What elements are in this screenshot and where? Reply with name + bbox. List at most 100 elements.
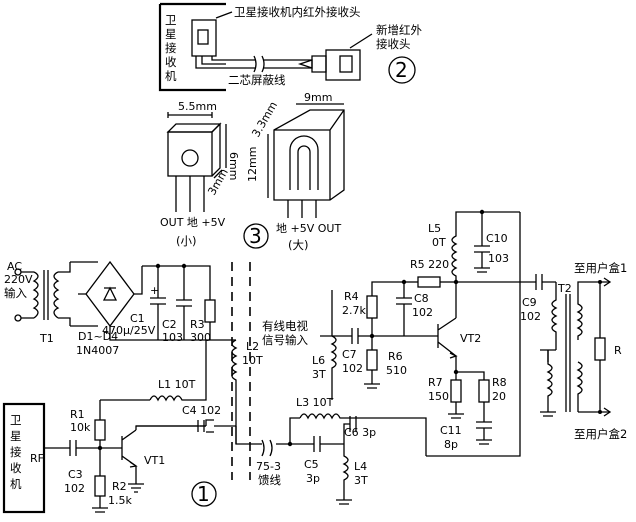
cable-amp-circuit: 有线电视 信号输入 L6 3T C7 102 R4 2.7k R6 510 C8… <box>262 209 627 505</box>
large-size-label: (大) <box>288 238 308 252</box>
cable-input-label: 信号输入 <box>262 333 308 347</box>
svg-text:R1: R1 <box>70 408 85 421</box>
satellite-amp-circuit: L1 10T R1 10k VT1 R2 1.5k C4 102 C3 102 … <box>2 340 281 514</box>
small-width-dim: 5.5mm <box>178 100 217 113</box>
svg-text:R5 220: R5 220 <box>410 258 449 271</box>
svg-text:C7: C7 <box>342 348 357 361</box>
svg-text:T2: T2 <box>557 282 572 295</box>
large-height-dim: 12mm <box>246 147 259 182</box>
receiver-label-char: 收 <box>165 55 177 69</box>
svg-text:C1: C1 <box>130 312 145 325</box>
svg-text:R3: R3 <box>190 318 205 331</box>
bridge-rectifier <box>85 260 135 328</box>
svg-text:103: 103 <box>162 331 183 344</box>
svg-text:10k: 10k <box>70 421 91 434</box>
small-depth-dim: 3mm <box>205 166 230 197</box>
svg-text:馈线: 馈线 <box>258 473 281 487</box>
svg-text:星: 星 <box>10 429 22 443</box>
svg-text:AC: AC <box>7 260 22 273</box>
svg-text:卫: 卫 <box>10 413 22 427</box>
receiver-label-char: 接 <box>165 41 177 55</box>
satellite-receiver-top-box: 卫 星 接 收 机 卫星接收机内红外接收头 二芯屏蔽线 新增红外 接收头 2 <box>158 2 422 92</box>
internal-ir-label: 卫星接收机内红外接收头 <box>234 5 361 19</box>
marker-3: 3 <box>243 223 269 249</box>
svg-text:C6 3p: C6 3p <box>344 426 376 439</box>
cable-label: 二芯屏蔽线 <box>228 73 286 87</box>
svg-text:220V: 220V <box>4 273 33 286</box>
svg-text:75-3: 75-3 <box>256 460 281 473</box>
new-ir-label: 新增红外 <box>376 23 422 37</box>
large-pins: 地 +5V OUT <box>276 222 341 235</box>
svg-text:C3: C3 <box>68 468 83 481</box>
svg-text:0T: 0T <box>432 236 446 249</box>
svg-text:VT2: VT2 <box>460 332 481 345</box>
svg-text:L4: L4 <box>354 460 367 473</box>
svg-text:C9: C9 <box>522 296 537 309</box>
large-depth-dim: 3.3mm <box>249 99 280 139</box>
svg-text:3: 3 <box>249 224 262 248</box>
svg-text:L3 10T: L3 10T <box>296 396 334 409</box>
output-1-label: 至用户盒1 <box>574 261 627 275</box>
svg-text:3T: 3T <box>312 368 326 381</box>
svg-text:C4 102: C4 102 <box>182 404 221 417</box>
svg-text:机: 机 <box>10 477 22 491</box>
svg-text:8p: 8p <box>444 438 458 451</box>
svg-text:102: 102 <box>342 362 363 375</box>
small-ir-head-drawing: 5.5mm 6mm 3mm OUT 地 +5V (小) <box>160 100 240 248</box>
small-size-label: (小) <box>176 234 196 248</box>
svg-text:103: 103 <box>488 252 509 265</box>
new-ir-head <box>325 49 361 81</box>
marker-2 <box>388 56 416 84</box>
svg-text:1.5k: 1.5k <box>108 494 132 507</box>
svg-text:C5: C5 <box>304 458 319 471</box>
cable-input-label: 有线电视 <box>262 319 308 333</box>
small-pins: OUT 地 +5V <box>160 216 226 229</box>
svg-text:C11: C11 <box>440 424 462 437</box>
svg-text:C2: C2 <box>162 318 177 331</box>
svg-text:470μ/25V: 470μ/25V <box>102 324 156 337</box>
svg-text:R8: R8 <box>492 376 507 389</box>
receiver-label-char: 星 <box>165 27 177 41</box>
svg-text:R6: R6 <box>388 350 403 363</box>
output-2-label: 至用户盒2 <box>574 427 627 441</box>
svg-text:L1 10T: L1 10T <box>158 378 196 391</box>
power-supply-circuit: AC 220V 输入 T1 D1~D4 1N4007 + C1 470μ/25V… <box>4 260 263 444</box>
receiver-label-char: 机 <box>165 69 177 83</box>
svg-text:20: 20 <box>492 390 506 403</box>
marker-1 <box>191 481 217 507</box>
satellite-receiver-box <box>2 402 46 514</box>
svg-text:150: 150 <box>428 390 449 403</box>
svg-text:VT1: VT1 <box>144 454 165 467</box>
internal-ir-head <box>191 19 217 57</box>
new-ir-label: 接收头 <box>376 37 411 51</box>
svg-text:RF: RF <box>30 452 44 465</box>
svg-text:2.7k: 2.7k <box>342 304 366 317</box>
svg-text:R2: R2 <box>112 480 127 493</box>
svg-text:接: 接 <box>10 445 22 459</box>
svg-text:300: 300 <box>190 331 211 344</box>
svg-text:L5: L5 <box>428 222 441 235</box>
svg-text:102: 102 <box>412 306 433 319</box>
marker-2-text: 2 <box>395 58 408 82</box>
svg-text:C8: C8 <box>414 292 429 305</box>
svg-text:3T: 3T <box>354 474 368 487</box>
svg-text:L2: L2 <box>246 340 259 353</box>
svg-text:1N4007: 1N4007 <box>76 344 119 357</box>
svg-text:R: R <box>614 344 622 357</box>
small-height-dim: 6mm <box>227 152 240 180</box>
large-width-dim: 9mm <box>304 91 332 104</box>
svg-text:102: 102 <box>520 310 541 323</box>
svg-text:R4: R4 <box>344 290 359 303</box>
svg-text:D1~D4: D1~D4 <box>78 330 118 343</box>
svg-text:3p: 3p <box>306 472 320 485</box>
svg-text:L6: L6 <box>312 354 325 367</box>
svg-text:102: 102 <box>64 482 85 495</box>
svg-text:R7: R7 <box>428 376 443 389</box>
svg-text:收: 收 <box>10 461 22 475</box>
svg-text:C10: C10 <box>486 232 508 245</box>
svg-text:10T: 10T <box>242 354 263 367</box>
receiver-label-char: 卫 <box>165 13 177 27</box>
svg-text:输入: 输入 <box>4 286 27 300</box>
